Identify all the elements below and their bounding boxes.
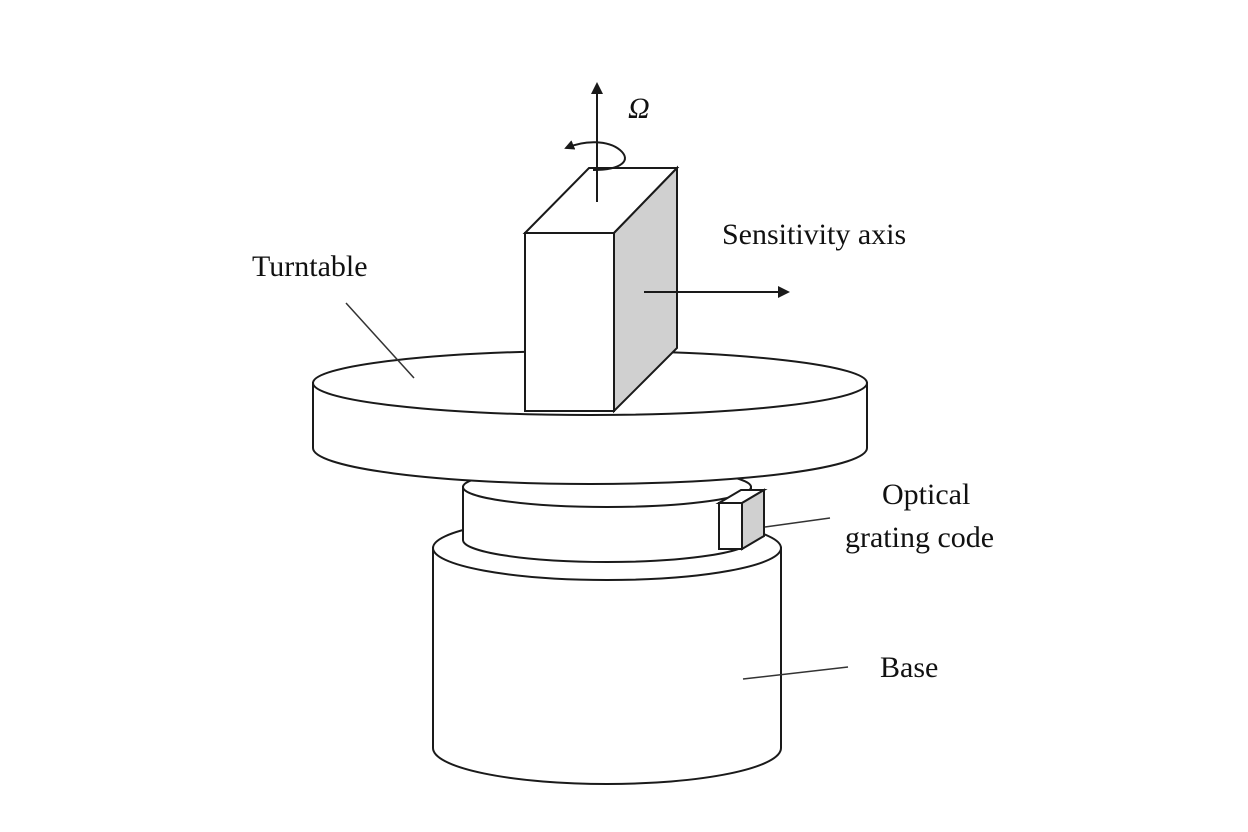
turntable-label: Turntable	[252, 250, 368, 283]
optical-grating-block	[715, 488, 768, 551]
optical-grating-label-line1: Optical	[882, 478, 970, 511]
base-leader	[742, 666, 849, 680]
turntable-leader	[345, 302, 415, 379]
rotation-direction-arrow	[564, 140, 626, 171]
rotation-axis	[564, 82, 626, 202]
sensor-box	[522, 165, 680, 414]
omega-label: Ω	[628, 92, 650, 125]
sensitivity-axis-label: Sensitivity axis	[722, 218, 906, 251]
base-label: Base	[880, 651, 938, 684]
optical-grating-label-line2: grating code	[845, 521, 994, 554]
sensor-box-front	[524, 232, 615, 412]
optical-grating-leader	[764, 517, 831, 528]
